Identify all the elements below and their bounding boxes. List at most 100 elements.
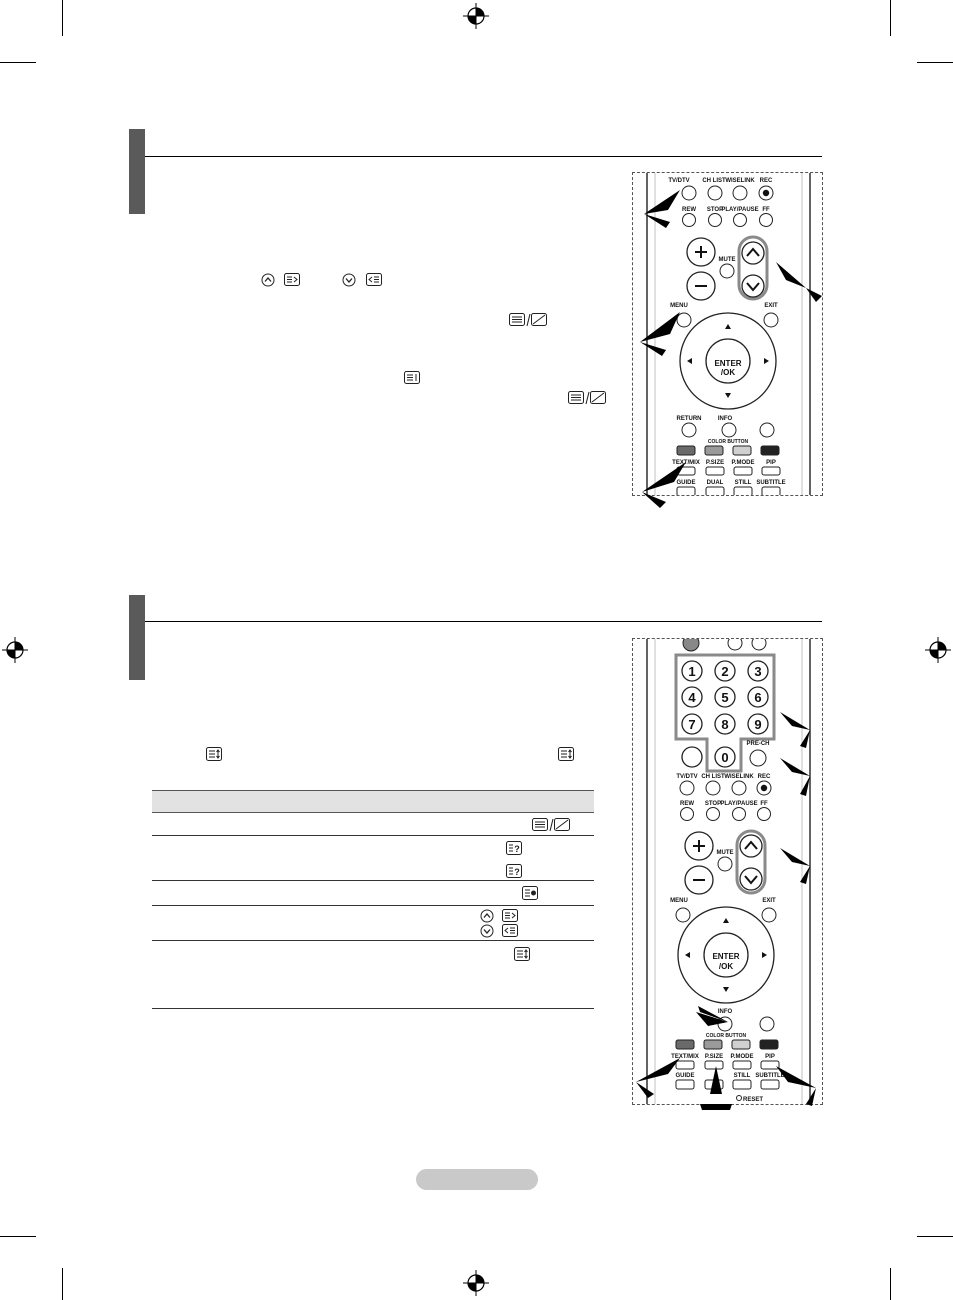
teletext-reveal-icon: ?	[506, 864, 522, 878]
digit-2-button[interactable]	[714, 660, 736, 682]
channel-up-button[interactable]	[741, 241, 765, 265]
ch-list-button[interactable]	[707, 185, 723, 201]
p-size-button[interactable]	[705, 466, 725, 476]
channel-down-button[interactable]	[739, 867, 763, 891]
channel-down-button[interactable]	[741, 274, 765, 298]
text-mix-button[interactable]	[675, 1060, 695, 1070]
pre-ch-button[interactable]	[749, 749, 767, 767]
guide-button[interactable]	[676, 486, 696, 496]
reset-button[interactable]	[736, 1095, 742, 1101]
digit-0-button[interactable]	[714, 746, 736, 768]
green-color-button[interactable]	[703, 1039, 723, 1050]
register-mark-icon	[463, 3, 489, 29]
anynet-button[interactable]	[759, 422, 775, 438]
digit-3-button[interactable]	[747, 660, 769, 682]
anynet-button[interactable]	[759, 1016, 775, 1032]
table-row-divider	[152, 905, 594, 906]
teletext-index-icon	[404, 371, 420, 384]
blue-color-button[interactable]	[759, 1039, 779, 1050]
still-button[interactable]	[732, 1079, 752, 1090]
teletext-hold-icon	[206, 747, 222, 761]
guide-button[interactable]	[675, 1079, 695, 1090]
ff-button[interactable]	[757, 807, 771, 821]
info-button[interactable]	[721, 422, 737, 438]
play-pause-label: PLAY/PAUSE	[721, 207, 758, 213]
exit-button[interactable]	[763, 312, 779, 328]
still-button[interactable]	[733, 486, 753, 496]
digit-1-button[interactable]	[681, 660, 703, 682]
pip-button[interactable]	[760, 1060, 780, 1070]
red-color-button[interactable]	[675, 1039, 695, 1050]
table-row-divider	[152, 940, 594, 941]
menu-button[interactable]	[676, 312, 692, 328]
crop-mark-tr-v	[890, 0, 891, 36]
pip-label: PIP	[766, 460, 776, 466]
pointer-arrow-icon	[696, 1012, 728, 1026]
teletext-hold-icon	[514, 947, 530, 961]
wiselink-button[interactable]	[732, 185, 748, 201]
subtitle-button[interactable]	[761, 486, 781, 496]
play-pause-button[interactable]	[732, 807, 746, 821]
p-mode-button[interactable]	[733, 466, 753, 476]
crop-mark-tl-h	[0, 62, 36, 63]
stop-button[interactable]	[708, 213, 722, 227]
ch-list-label: CH LIST	[701, 774, 725, 780]
number-pad[interactable]	[681, 660, 769, 768]
rew-button[interactable]	[680, 807, 694, 821]
info-label: INFO	[718, 416, 733, 422]
mute-button[interactable]	[719, 263, 735, 279]
ch-list-button[interactable]	[705, 780, 721, 796]
channel-up-button[interactable]	[739, 834, 763, 858]
p-size-button[interactable]	[704, 1060, 724, 1070]
digit-7-button[interactable]	[681, 713, 703, 735]
tv-dtv-label: TV/DTV	[668, 178, 689, 184]
teletext-button[interactable]	[751, 639, 767, 651]
stop-button[interactable]	[706, 807, 720, 821]
ff-button[interactable]	[759, 213, 773, 227]
exit-button[interactable]	[761, 907, 777, 923]
rew-label: REW	[680, 801, 694, 807]
pointer-arrow-icon	[640, 312, 680, 342]
teletext-page-up-icon	[502, 909, 518, 922]
yellow-color-button[interactable]	[732, 445, 752, 456]
play-pause-button[interactable]	[733, 213, 747, 227]
digit-9-button[interactable]	[747, 713, 769, 735]
digit-5-button[interactable]	[714, 686, 736, 708]
wiselink-button[interactable]	[731, 780, 747, 796]
rec-label: REC	[758, 774, 771, 780]
tv-dtv-button[interactable]	[681, 185, 697, 201]
ff-label: FF	[760, 801, 768, 807]
pointer-arrows-1	[640, 190, 822, 508]
digit-9-label: 9	[754, 717, 761, 732]
subtitle-button[interactable]	[760, 1079, 780, 1090]
pointer-arrow-icon	[780, 848, 810, 866]
guide-label: GUIDE	[676, 480, 695, 486]
power-button[interactable]	[682, 639, 700, 652]
blue-color-button[interactable]	[760, 445, 780, 456]
section-2-rule	[145, 621, 822, 622]
crop-mark-br-v	[890, 1268, 891, 1300]
digit-5-label: 5	[721, 690, 728, 705]
dash-button[interactable]	[681, 746, 703, 768]
pip-button[interactable]	[761, 466, 781, 476]
p-mode-button[interactable]	[732, 1060, 752, 1070]
tv-dtv-button[interactable]	[679, 780, 695, 796]
remote-illustration-2: 1 2 3 4 5 6 7 8 9 0 PRE-CH TV/DTV CH LIS…	[632, 638, 823, 1105]
digit-6-button[interactable]	[747, 686, 769, 708]
remote-illustration-1: TV/DTV CH LIST WISELINK REC REW STOP PLA…	[632, 172, 823, 496]
rew-button[interactable]	[682, 213, 696, 227]
red-color-button[interactable]	[676, 445, 696, 456]
enter-button[interactable]	[705, 338, 751, 384]
menu-button[interactable]	[675, 907, 691, 923]
digit-8-button[interactable]	[714, 713, 736, 735]
source-button[interactable]	[727, 639, 743, 651]
dual-button[interactable]	[705, 486, 725, 496]
green-color-button[interactable]	[704, 445, 724, 456]
enter-button[interactable]	[703, 932, 749, 978]
mute-button[interactable]	[717, 856, 733, 872]
yellow-color-button[interactable]	[731, 1039, 751, 1050]
return-button[interactable]	[681, 422, 697, 438]
pointer-arrow-icon	[776, 1066, 816, 1088]
digit-4-button[interactable]	[681, 686, 703, 708]
mute-label: MUTE	[717, 850, 734, 856]
